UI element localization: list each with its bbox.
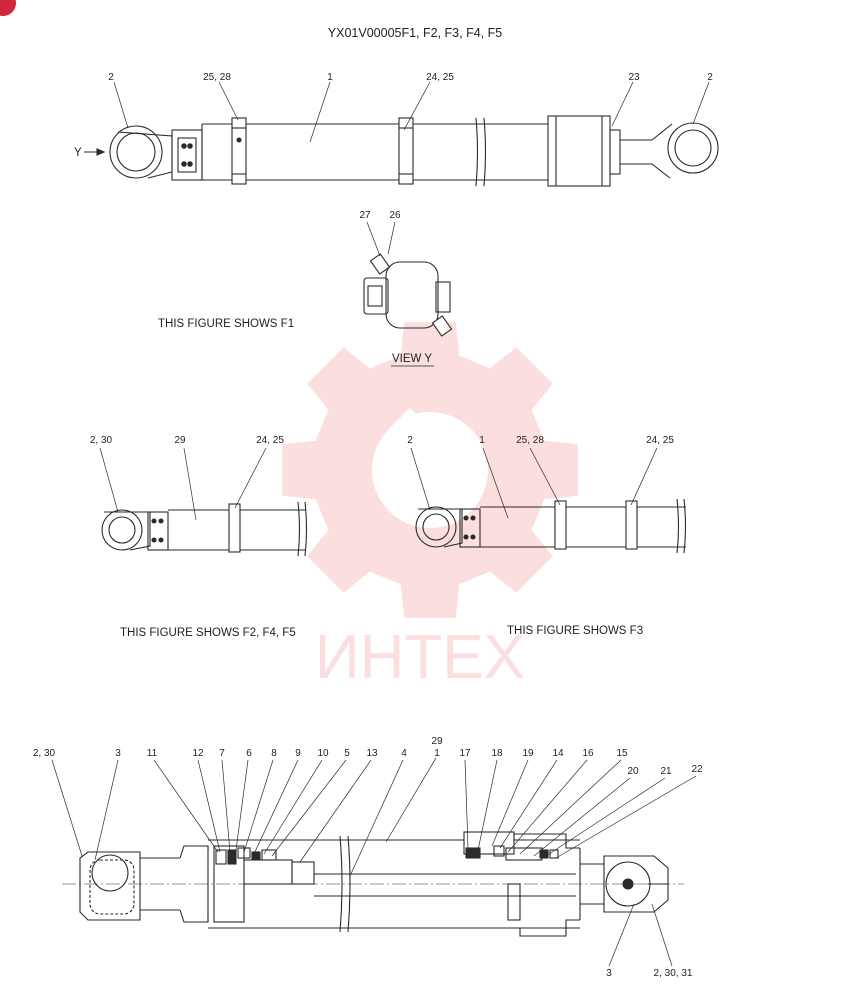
- cylinder-f3-partial: 2 1 25, 28 24, 25: [407, 435, 687, 554]
- callout-section-10: 13: [366, 748, 378, 759]
- cylinder-f1-assembly: Y 2 25, 28 1 24, 25 23 2: [74, 72, 719, 187]
- view-y-detail: 27 26 VIEW Y: [359, 210, 453, 367]
- view-y-arrow-label: Y: [74, 147, 82, 159]
- callout-section-21: 21: [660, 766, 672, 777]
- callout-top-5: 2: [707, 72, 713, 83]
- callout-top-4: 23: [628, 72, 640, 83]
- callout-section-6: 8: [271, 748, 277, 759]
- callout-section-2: 11: [147, 748, 158, 759]
- callout-mid-left-1: 29: [174, 435, 186, 446]
- callout-section-bottom-1: 2, 30, 31: [654, 968, 693, 979]
- callout-section-14: 17: [459, 748, 471, 759]
- callout-section-18: 16: [582, 748, 594, 759]
- cylinder-section-view: 2, 30 3 11 12 7 6 8 9 10 5 13 4 29 1 17 …: [33, 736, 703, 979]
- callout-section-20: 20: [627, 766, 639, 777]
- callout-mid-right-0: 2: [407, 435, 413, 446]
- callout-top-1: 25, 28: [203, 72, 231, 83]
- callout-top-0: 2: [108, 72, 114, 83]
- caption-f2-f4-f5: THIS FIGURE SHOWS F2, F4, F5: [120, 627, 296, 639]
- callout-section-1: 3: [115, 748, 121, 759]
- callout-section-3: 12: [192, 748, 204, 759]
- callout-mid-right-3: 24, 25: [646, 435, 674, 446]
- view-y-caption: VIEW Y: [392, 353, 432, 365]
- callout-mid-right-2: 25, 28: [516, 435, 544, 446]
- callout-section-0: 2, 30: [33, 748, 56, 759]
- callout-section-9: 5: [344, 748, 350, 759]
- callout-view-y-1: 26: [389, 210, 401, 221]
- callout-section-8: 10: [317, 748, 329, 759]
- caption-f1: THIS FIGURE SHOWS F1: [158, 318, 294, 330]
- drawing-title: YX01V00005F1, F2, F3, F4, F5: [328, 26, 502, 40]
- callout-section-12: 29: [431, 736, 443, 747]
- callout-section-17: 14: [552, 748, 564, 759]
- callout-section-4: 7: [219, 748, 225, 759]
- callout-section-7: 9: [295, 748, 301, 759]
- callout-top-2: 1: [327, 72, 333, 83]
- callout-mid-left-2: 24, 25: [256, 435, 284, 446]
- caption-f3: THIS FIGURE SHOWS F3: [507, 625, 643, 637]
- callout-section-16: 19: [522, 748, 534, 759]
- cylinder-f2-partial: 2, 30 29 24, 25: [90, 435, 308, 557]
- callout-section-5: 6: [246, 748, 252, 759]
- corner-badge-icon: [0, 0, 16, 16]
- callout-section-15: 18: [491, 748, 503, 759]
- callout-view-y-0: 27: [359, 210, 371, 221]
- callout-mid-left-0: 2, 30: [90, 435, 113, 446]
- callout-section-13: 1: [434, 748, 440, 759]
- callout-section-19: 15: [616, 748, 628, 759]
- callout-top-3: 24, 25: [426, 72, 454, 83]
- callout-mid-right-1: 1: [479, 435, 485, 446]
- callout-section-22: 22: [691, 764, 703, 775]
- callout-section-bottom-0: 3: [606, 968, 612, 979]
- callout-section-11: 4: [401, 748, 407, 759]
